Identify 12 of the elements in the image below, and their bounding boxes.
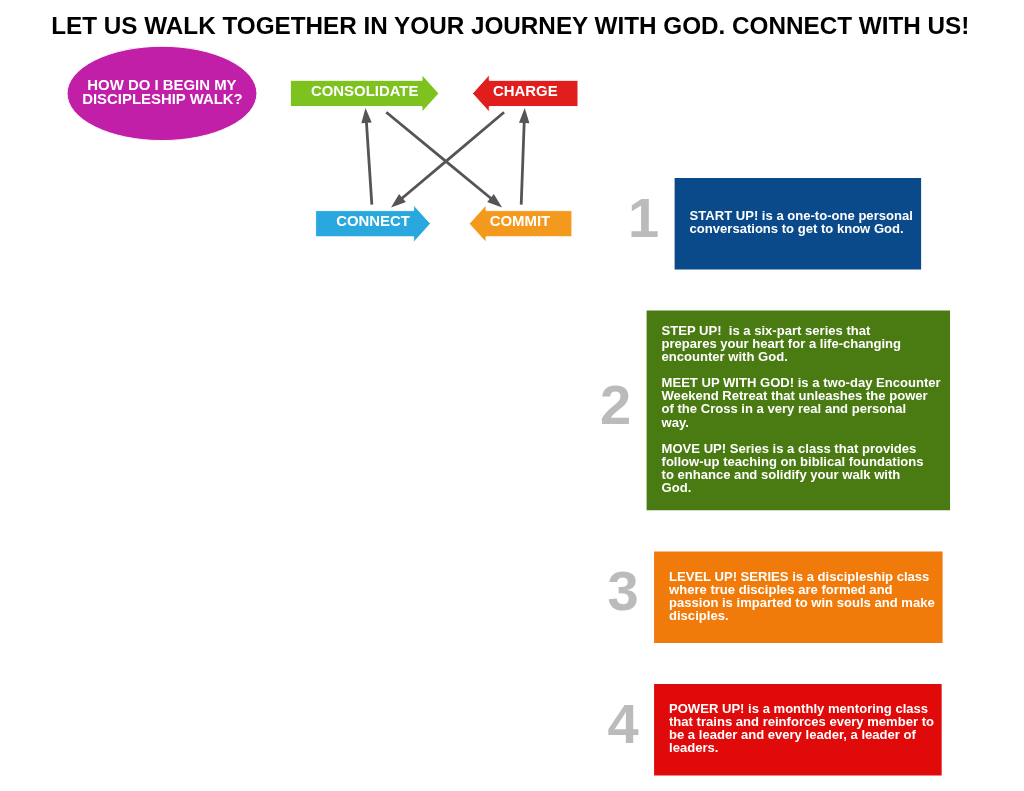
node-box: STEP UP! is a six-part series that prepares your heart for a life-changing encounter with God. MEET UP WITH GOD! is a two-day Encounter Weekend Retreat that unleashes the power of the Cross in a very real and personal way. MOVE UP! Series is a class that provides follow-up teaching on biblical foundations to enhance and solidify your walk with God.	[646, 310, 951, 511]
diagram-title: LET US WALK TOGETHER IN YOUR JOURNEY WITH GOD. CONNECT WITH US!	[51, 11, 970, 39]
node-box: START UP! is a one-to-one personal conversations to get to know God.	[674, 177, 922, 270]
node-ellipse: HOW DO I BEGIN MY DISCIPLESHIP WALK?	[66, 45, 258, 142]
node-label: 2	[599, 372, 632, 436]
node-label: 1	[627, 185, 660, 249]
arrow	[361, 108, 374, 205]
node-label: 3	[607, 559, 639, 623]
arrow	[518, 108, 530, 205]
node-box: POWER UP! is a monthly mentoring class that trains and reinforces every member to be a leader and every leader, a leader of leaders.	[654, 684, 942, 776]
node-label: 4	[607, 691, 639, 755]
node-box: LEVEL UP! SERIES is a discipleship class where true disciples are formed and passion is imparted to win souls and make disciples.	[654, 551, 943, 643]
